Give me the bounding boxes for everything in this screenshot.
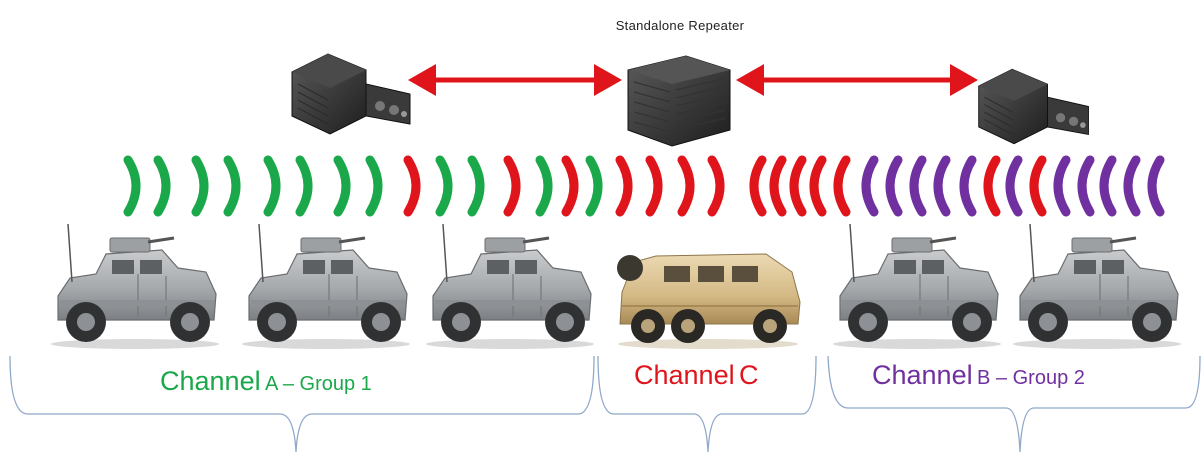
- wave-arc: [263, 155, 281, 217]
- wave-arc: [861, 155, 879, 217]
- wave-arc: [467, 155, 485, 217]
- vehicle-jeep-5: [1011, 222, 1183, 351]
- vehicle-jeep-4: [831, 222, 1003, 351]
- wave-arc: [959, 155, 977, 217]
- wave-arc: [435, 155, 453, 217]
- wave-arc: [153, 155, 171, 217]
- radio-unit-left-icon: [291, 53, 411, 135]
- wave-arc: [503, 155, 521, 217]
- wave-arc: [1147, 155, 1165, 217]
- wave-arc: [789, 155, 807, 217]
- wave-arc: [365, 155, 383, 217]
- channel-a-label: Channel A – Group 1: [160, 366, 372, 396]
- bracket-group-1: [9, 355, 595, 453]
- wave-arc: [769, 155, 787, 217]
- wave-arc: [615, 155, 633, 217]
- vehicle-jeep-3: [424, 222, 596, 351]
- wave-arc: [885, 155, 903, 217]
- repeater-title: Standalone Repeater: [615, 18, 745, 33]
- vehicle-jeep-1: [49, 222, 221, 351]
- wave-arc: [1005, 155, 1023, 217]
- wave-arc: [933, 155, 951, 217]
- wave-arc: [833, 155, 851, 217]
- bracket-group-2: [827, 355, 1201, 453]
- wave-arc: [223, 155, 241, 217]
- wave-arc: [403, 155, 421, 217]
- brackets: [9, 355, 1201, 453]
- radio-waves: [123, 155, 1165, 217]
- link-arrow-right: [736, 64, 978, 96]
- link-arrow-left: [408, 64, 622, 96]
- wave-arc: [295, 155, 313, 217]
- wave-arc: [561, 155, 579, 217]
- wave-arc: [123, 155, 141, 217]
- wave-arc: [1123, 155, 1141, 217]
- wave-arc: [1077, 155, 1095, 217]
- wave-arc: [1053, 155, 1071, 217]
- wave-arc: [749, 155, 767, 217]
- bracket-channel-c: [597, 355, 817, 453]
- wave-arc: [645, 155, 663, 217]
- wave-arc: [585, 155, 603, 217]
- wave-arc: [983, 155, 1001, 217]
- wave-arc: [677, 155, 695, 217]
- wave-arc: [333, 155, 351, 217]
- wave-arc: [1099, 155, 1117, 217]
- radio-unit-right-icon: [978, 68, 1089, 145]
- vehicle-mrap: [617, 253, 801, 349]
- wave-arc: [909, 155, 927, 217]
- wave-arc: [191, 155, 209, 217]
- wave-arc: [1029, 155, 1047, 217]
- wave-arc: [809, 155, 827, 217]
- wave-arc: [535, 155, 553, 217]
- wave-arc: [707, 155, 725, 217]
- channel-b-label: Channel B – Group 2: [872, 360, 1085, 390]
- channel-c-label: Channel C: [634, 360, 759, 390]
- vehicle-jeep-2: [240, 222, 412, 351]
- repeater-box-icon: [627, 55, 731, 147]
